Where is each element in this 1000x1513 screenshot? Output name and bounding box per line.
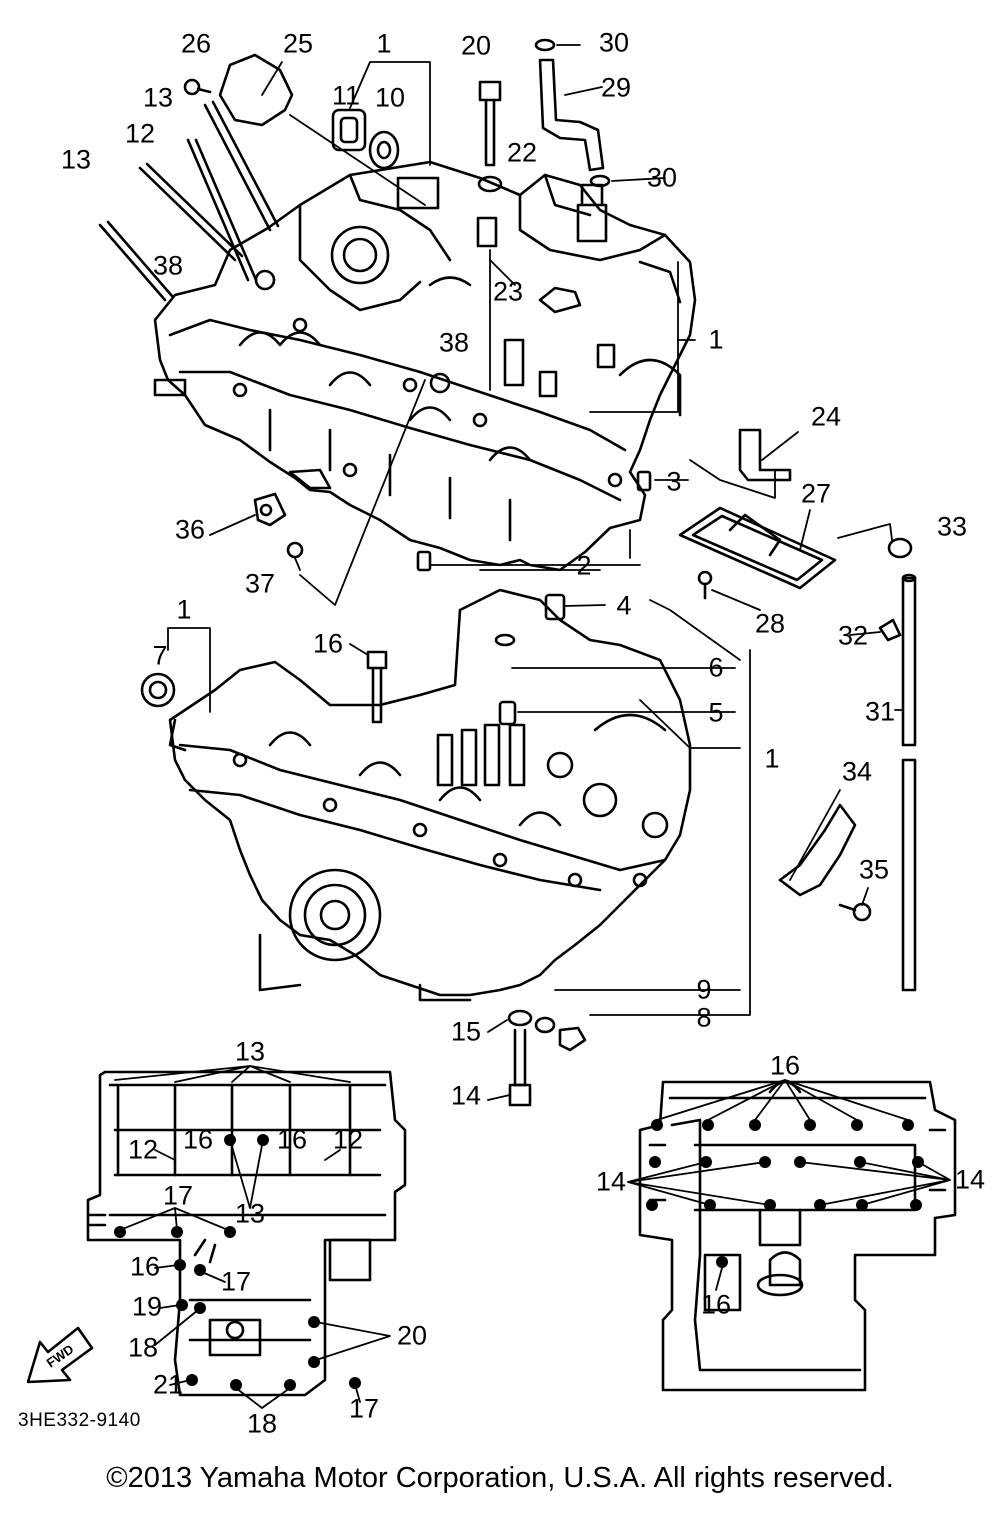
callout-c38a: 38 (152, 250, 184, 281)
callout-c5: 5 (708, 697, 724, 728)
callout-c12b: 12 (127, 1134, 159, 1165)
callout-c27: 27 (800, 478, 832, 509)
callout-c20b: 20 (396, 1320, 428, 1351)
bottom-left-view (86, 1070, 407, 1397)
callout-c17c: 17 (348, 1393, 380, 1424)
leader-lines (167, 44, 904, 1101)
callout-c12a: 12 (124, 118, 156, 149)
copyright-notice: ©2013 Yamaha Motor Corporation, U.S.A. A… (106, 1462, 894, 1494)
callout-c14b: 14 (595, 1166, 627, 1197)
callout-c4: 4 (616, 590, 632, 621)
callout-c36: 36 (174, 514, 206, 545)
callout-c16a: 16 (312, 628, 344, 659)
callout-c16d: 16 (129, 1251, 161, 1282)
fwd-arrow (26, 1326, 94, 1384)
callout-c38b: 38 (438, 327, 470, 358)
callout-c1b: 1 (708, 324, 724, 355)
callout-c3: 3 (666, 466, 682, 497)
bottom-right-view (638, 1080, 957, 1392)
callout-c29: 29 (600, 72, 632, 103)
callout-c16c: 16 (276, 1124, 308, 1155)
callout-c13d: 13 (234, 1198, 266, 1229)
callout-c31: 31 (864, 696, 896, 727)
callout-c18a: 18 (127, 1332, 159, 1363)
callout-c15: 15 (450, 1016, 482, 1047)
bottom-right-leaders (627, 1079, 951, 1291)
callout-c25: 25 (282, 28, 314, 59)
callout-c12c: 12 (332, 1124, 364, 1155)
callout-c16b: 16 (182, 1124, 214, 1155)
callout-c30b: 30 (646, 162, 678, 193)
callout-c21: 21 (152, 1369, 184, 1400)
callout-c16f: 16 (700, 1289, 732, 1320)
callout-c34: 34 (841, 756, 873, 787)
callout-c23: 23 (492, 276, 524, 307)
bottom-left-leaders (114, 1065, 391, 1409)
callout-c16e: 16 (769, 1050, 801, 1081)
callout-c14c: 14 (954, 1164, 986, 1195)
callout-c1a: 1 (376, 28, 392, 59)
callout-c28: 28 (754, 608, 786, 639)
callout-c30a: 30 (598, 27, 630, 58)
callout-c14a: 14 (450, 1080, 482, 1111)
upper-crankcase (153, 160, 697, 572)
callout-c35: 35 (858, 854, 890, 885)
small-parts (98, 38, 917, 1107)
callout-c17a: 17 (162, 1180, 194, 1211)
callout-c20a: 20 (460, 30, 492, 61)
callout-c13c: 13 (234, 1036, 266, 1067)
callout-c2: 2 (576, 550, 592, 581)
callout-c26: 26 (180, 28, 212, 59)
callout-c8: 8 (696, 1002, 712, 1033)
callout-c1c: 1 (176, 594, 192, 625)
callout-c17b: 17 (220, 1266, 252, 1297)
callout-c1d: 1 (764, 743, 780, 774)
callout-c24: 24 (810, 401, 842, 432)
callout-c11: 11 (331, 80, 361, 111)
callout-c7: 7 (152, 640, 168, 671)
callout-c13a: 13 (142, 82, 174, 113)
diagram-code: 3HE332-9140 (18, 1410, 141, 1431)
callout-c37: 37 (244, 568, 276, 599)
lower-crankcase (168, 588, 692, 1002)
callout-c9: 9 (696, 974, 712, 1005)
callout-c6: 6 (708, 652, 724, 683)
callout-c13b: 13 (60, 144, 92, 175)
callout-c33: 33 (936, 511, 968, 542)
callout-c32: 32 (837, 620, 869, 651)
callout-c22: 22 (506, 137, 538, 168)
callout-c18b: 18 (246, 1408, 278, 1439)
bottom-right-dots (646, 1119, 924, 1268)
callout-c19: 19 (131, 1291, 163, 1322)
callout-c10: 10 (374, 82, 406, 113)
